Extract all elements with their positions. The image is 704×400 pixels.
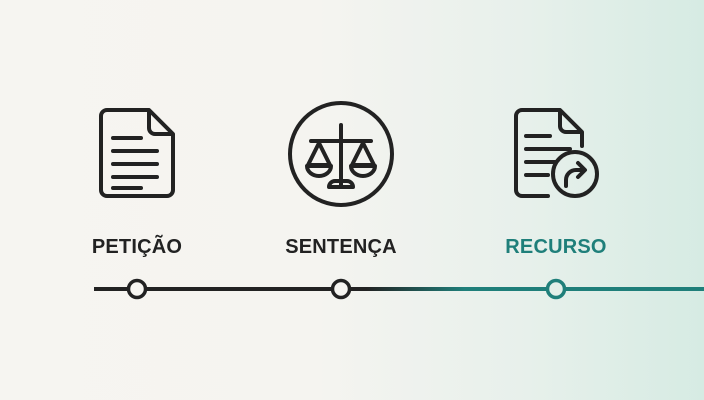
timeline-node-recurso[interactable] — [545, 278, 567, 300]
timeline-node-peticao[interactable] — [126, 278, 148, 300]
timeline-node-sentenca[interactable] — [330, 278, 352, 300]
step-label: RECURSO — [505, 236, 607, 258]
document-forward-icon — [514, 108, 599, 198]
document-icon — [99, 108, 175, 198]
step-label: SENTENÇA — [285, 236, 397, 258]
scales-of-justice-icon — [288, 101, 394, 207]
step-label: PETIÇÃO — [91, 236, 183, 258]
